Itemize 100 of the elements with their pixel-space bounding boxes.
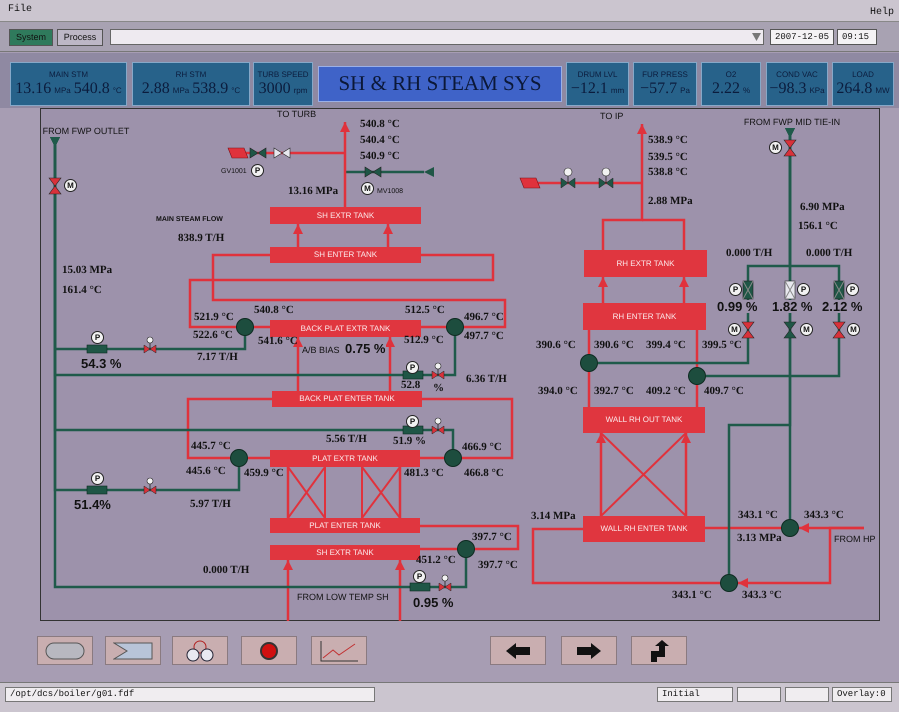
pipe-arrow xyxy=(340,122,350,207)
pipe-line xyxy=(422,398,514,460)
pipe-line xyxy=(186,398,272,460)
pipe-label: FROM HP xyxy=(834,528,880,544)
reading-value: 0.000 T/H xyxy=(806,248,852,259)
unit-label: Pa xyxy=(680,87,690,95)
pipe-label: FROM FWP MID TIE-IN xyxy=(744,116,840,128)
reading-value: 445.7 °C xyxy=(191,441,231,452)
reading-value: 5.56 T/H xyxy=(326,434,367,445)
header-tank: WALL RH ENTER TANK xyxy=(583,516,705,542)
pipe-arrow xyxy=(395,560,405,621)
tab-button: System xyxy=(9,29,53,46)
panel-label: O2 xyxy=(726,71,736,79)
pipe-arrow xyxy=(596,433,606,516)
reading-value: 521.9 °C xyxy=(194,312,234,323)
reading-value: 459.9 °C xyxy=(244,468,284,479)
reading-value: 161.4 °C xyxy=(62,285,102,296)
reading-value: 52.8 xyxy=(401,380,420,391)
panel-label: COND VAC xyxy=(776,71,818,79)
reading-value: 541.6 °C xyxy=(258,336,298,347)
panel-label: MAIN STM xyxy=(48,71,88,79)
header-tank: WALL RH OUT TANK xyxy=(583,407,705,433)
panel-label: FUR PRESS xyxy=(642,71,688,79)
readout-panel xyxy=(566,62,629,106)
reading-value: 394.0 °C xyxy=(538,386,578,397)
unit-label: % xyxy=(742,87,750,95)
pipe-line xyxy=(588,330,590,354)
input-field: 09:15 xyxy=(837,29,877,45)
pipe-label: TO TURB xyxy=(277,110,347,122)
readout-value: 2.22 xyxy=(712,81,740,97)
reading-value: 539.5 °C xyxy=(648,152,688,163)
pipe-label: FROM FWP OUTLET xyxy=(44,125,128,137)
reading-value: 13.16 MPa xyxy=(288,186,338,197)
pipe-line xyxy=(420,456,444,460)
tab-button: Process xyxy=(57,29,103,46)
pipe-line xyxy=(705,526,781,530)
panel-label: DRUM LVL xyxy=(578,71,618,79)
status-field: Initial xyxy=(657,687,733,702)
header-tank: SH EXTR TANK xyxy=(270,207,421,224)
panel-label: RH STM xyxy=(176,71,206,79)
panel-label: LOAD xyxy=(852,71,874,79)
header-tank: SH ENTER TANK xyxy=(270,247,421,263)
readout-value: 3000 xyxy=(258,81,291,97)
reading-value: 343.3 °C xyxy=(742,590,782,601)
menu-item: File xyxy=(8,5,32,15)
reading-value: 156.1 °C xyxy=(798,221,838,232)
menu-item: Help xyxy=(870,8,894,18)
pipe-arrow xyxy=(293,224,303,247)
reading-value: 540.8 °C xyxy=(254,305,294,316)
readout-value: 2.88 xyxy=(142,81,170,97)
reading-value: 343.1 °C xyxy=(738,510,778,521)
pipe-line xyxy=(420,548,457,550)
readout-panel xyxy=(132,62,250,106)
header-tank: BACK PLAT ENTER TANK xyxy=(272,391,422,407)
pipe-line xyxy=(254,326,270,328)
reading-value: 0.000 T/H xyxy=(726,248,772,259)
readout-value: 264.8 xyxy=(836,81,872,97)
readout-value: 13.16 xyxy=(15,81,52,97)
unit-label: °C xyxy=(112,87,122,95)
unit-label: °C xyxy=(231,87,240,95)
pipe-arrow xyxy=(681,433,691,516)
percent-reading: 0.75 % xyxy=(344,342,386,355)
unit-label: MPa xyxy=(172,87,190,95)
status-field: /opt/dcs/boiler/g01.fdf xyxy=(5,687,375,702)
header-tank: PLAT ENTER TANK xyxy=(270,518,420,533)
reading-value: % xyxy=(433,383,444,394)
input-field: 2007-12-05 xyxy=(770,29,834,45)
panel-label: TURB SPEED xyxy=(257,71,309,79)
reading-value: 409.7 °C xyxy=(704,386,744,397)
percent-reading: 54.3 % xyxy=(80,357,122,370)
readout-panel xyxy=(701,62,761,106)
reading-value: 466.8 °C xyxy=(464,468,504,479)
header-tank: BACK PLAT EXTR TANK xyxy=(270,320,421,337)
pipe-arrow xyxy=(602,124,647,250)
reading-value: 538.8 °C xyxy=(648,167,688,178)
reading-value: 0.000 T/H xyxy=(203,565,250,576)
reading-value: 6.90 MPa xyxy=(800,202,845,213)
pipe-line xyxy=(532,528,720,584)
readout-panel xyxy=(10,62,127,106)
pipe-arrow xyxy=(283,560,293,621)
readout-panel xyxy=(633,62,697,106)
readout-value: −12.1 xyxy=(570,81,608,97)
reading-value: 399.4 °C xyxy=(646,340,686,351)
readout-panel xyxy=(832,62,894,106)
reading-value: 399.5 °C xyxy=(702,340,742,351)
reading-value: 512.9 °C xyxy=(404,335,444,346)
readout-panel xyxy=(766,62,828,106)
header-tank: RH ENTER TANK xyxy=(583,303,706,330)
pipe-line xyxy=(248,456,270,460)
reading-value: 838.9 T/H xyxy=(178,233,224,244)
reading-value: 512.5 °C xyxy=(405,305,445,316)
pipe-line xyxy=(421,326,446,328)
reading-value: 2.88 MPa xyxy=(648,196,693,207)
reading-value: 497.7 °C xyxy=(464,331,504,342)
readout-value: 540.8 xyxy=(74,81,110,97)
reading-value: 390.6 °C xyxy=(536,340,576,351)
reading-value: 540.9 °C xyxy=(360,151,400,162)
percent-reading: 2.12 % xyxy=(821,300,864,313)
reading-value: 540.8 °C xyxy=(360,119,400,130)
pipe-arrow xyxy=(728,128,795,574)
